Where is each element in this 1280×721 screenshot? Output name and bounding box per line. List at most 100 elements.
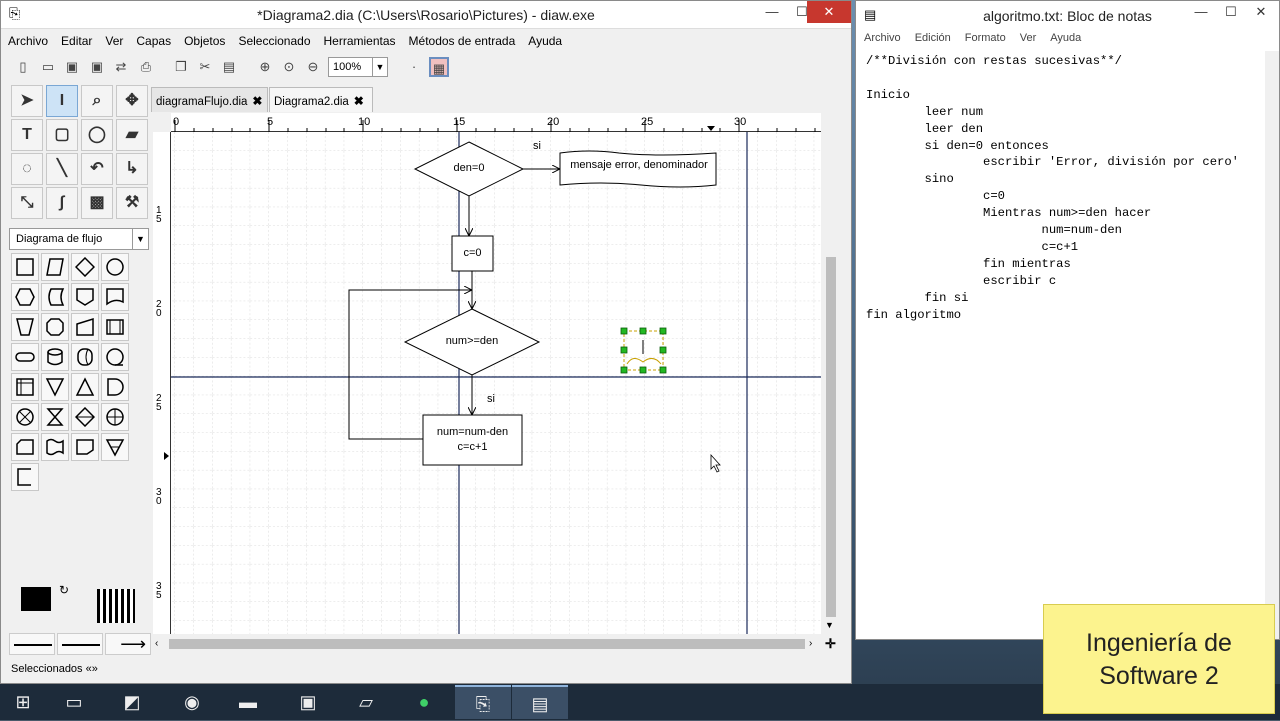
file-explorer-icon[interactable]: ▭: [65, 692, 83, 712]
menu-editar[interactable]: Editar: [61, 34, 93, 48]
flow-stored-data-shape[interactable]: [41, 283, 69, 311]
text-tool-icon[interactable]: T: [11, 119, 43, 151]
pointer-tool-icon[interactable]: ➤: [11, 85, 43, 117]
decision-num-den-label[interactable]: num>=den: [445, 335, 499, 347]
navigate-icon[interactable]: ✛: [825, 636, 836, 651]
menu-ayuda[interactable]: Ayuda: [528, 34, 563, 48]
folder-icon[interactable]: ▱: [359, 692, 373, 712]
polygon-tool-icon[interactable]: ▰: [116, 119, 148, 151]
magnify-tool-icon[interactable]: ⌕: [81, 85, 113, 117]
menu-edicion[interactable]: Edición: [914, 32, 951, 44]
flow-connector-shape[interactable]: [101, 253, 129, 281]
polyline-tool-icon[interactable]: ⤡: [11, 187, 43, 219]
flow-io-shape[interactable]: [41, 253, 69, 281]
dia-taskbar-icon[interactable]: ⎘: [455, 685, 511, 719]
flow-offline-storage-shape[interactable]: [71, 433, 99, 461]
flow-merge-shape[interactable]: [41, 373, 69, 401]
line-width-icon[interactable]: [97, 589, 135, 623]
flow-summing-junction-shape[interactable]: [11, 403, 39, 431]
snap-grid-icon[interactable]: ·: [411, 59, 417, 74]
zoom-fit-icon[interactable]: ⊙: [283, 59, 295, 74]
process-line-1[interactable]: num=num-den: [436, 426, 509, 438]
notepad-taskbar-icon[interactable]: ▤: [512, 685, 568, 719]
flow-card-shape[interactable]: [11, 433, 39, 461]
zoom-out-icon[interactable]: ⊖: [307, 59, 319, 74]
paste-icon[interactable]: ▤: [222, 59, 236, 74]
new-file-icon[interactable]: ▯: [19, 59, 27, 74]
flow-document-shape[interactable]: [101, 283, 129, 311]
foreground-color-swatch[interactable]: [21, 587, 51, 611]
menu-archivo[interactable]: Archivo: [864, 32, 901, 44]
tab-diagrama2[interactable]: Diagrama2.dia✖: [269, 87, 373, 112]
flow-manual-op-shape[interactable]: [11, 313, 39, 341]
menu-herramientas[interactable]: Herramientas: [323, 34, 396, 48]
maximize-button[interactable]: ☐: [796, 4, 808, 19]
export-icon[interactable]: ⇄: [115, 59, 127, 74]
save-as-icon[interactable]: ▣: [90, 59, 104, 74]
remote-desktop-icon[interactable]: ▣: [299, 692, 317, 712]
flow-triangle-shape[interactable]: [101, 433, 129, 461]
windows-start-icon[interactable]: ⊞: [15, 692, 31, 712]
flow-annotation-shape[interactable]: [11, 463, 39, 491]
decision-den-zero-label[interactable]: den=0: [453, 162, 485, 174]
object-snap-icon[interactable]: ▦: [429, 57, 449, 77]
menu-seleccionado[interactable]: Seleccionado: [238, 34, 311, 48]
box-tool-icon[interactable]: ▢: [46, 119, 78, 151]
flow-internal-storage-shape[interactable]: [11, 373, 39, 401]
bezier-tool-icon[interactable]: ∫: [46, 187, 78, 219]
flow-sequential-shape[interactable]: [101, 343, 129, 371]
flow-magnetic-disk-shape[interactable]: [41, 343, 69, 371]
flow-collate-shape[interactable]: [41, 403, 69, 431]
zoom-in-icon[interactable]: ⊕: [259, 59, 271, 74]
assign-c-label[interactable]: c=0: [463, 247, 482, 259]
close-button[interactable]: ✕: [807, 1, 851, 23]
tab-diagramaflujo[interactable]: diagramaFlujo.dia✖: [151, 87, 268, 112]
output-error-label[interactable]: mensaje error, denominador: [570, 159, 708, 171]
open-folder-icon[interactable]: ▭: [41, 59, 55, 74]
flow-punched-tape-shape[interactable]: [41, 433, 69, 461]
zoom-select[interactable]: 100%▼: [328, 57, 388, 77]
close-icon[interactable]: ✖: [252, 94, 263, 108]
flow-drum-shape[interactable]: [71, 343, 99, 371]
diagram-canvas[interactable]: den=0 si mensaje error, denominador c=0 …: [171, 132, 821, 634]
flow-process-shape[interactable]: [11, 253, 39, 281]
scroll-thumb[interactable]: [169, 639, 805, 649]
scroll-thumb[interactable]: [826, 257, 836, 617]
print-icon[interactable]: ⎙: [140, 59, 152, 74]
menu-capas[interactable]: Capas: [136, 34, 172, 48]
flow-delay-shape[interactable]: [101, 373, 129, 401]
beziergon-tool-icon[interactable]: ◌: [11, 153, 43, 185]
flow-manual-input-shape[interactable]: [71, 313, 99, 341]
flow-predefined-shape[interactable]: [101, 313, 129, 341]
flow-preparation-shape[interactable]: [11, 283, 39, 311]
line-style-select[interactable]: [57, 633, 103, 655]
app-tile-icon[interactable]: ◩: [123, 692, 141, 712]
zigzag-tool-icon[interactable]: ↳: [116, 153, 148, 185]
swap-colors-icon[interactable]: ↻: [59, 583, 70, 597]
minimize-button[interactable]: —: [765, 4, 779, 19]
save-icon[interactable]: ▣: [65, 59, 79, 74]
menu-formato[interactable]: Formato: [964, 32, 1006, 44]
start-arrow-select[interactable]: [9, 633, 55, 655]
sheet-select[interactable]: Diagrama de flujo▼: [9, 228, 149, 250]
text-edit-tool-icon[interactable]: I: [46, 85, 78, 117]
flow-terminal-shape[interactable]: [11, 343, 39, 371]
menu-objetos[interactable]: Objetos: [184, 34, 226, 48]
notepad-titlebar[interactable]: ▤ algoritmo.txt: Bloc de notas — ☐ ✕: [856, 1, 1279, 29]
flow-extract-shape[interactable]: [71, 373, 99, 401]
image-tool-icon[interactable]: ▩: [81, 187, 113, 219]
spotify-icon[interactable]: ●: [418, 692, 430, 712]
vertical-scrollbar[interactable]: ▼: [823, 113, 839, 634]
chrome-icon[interactable]: ◉: [184, 692, 200, 712]
ellipse-tool-icon[interactable]: ◯: [81, 119, 113, 151]
horizontal-scrollbar[interactable]: ‹ › ✛: [153, 636, 839, 652]
chevron-left-icon[interactable]: ‹: [155, 638, 159, 649]
minimize-button[interactable]: —: [1194, 4, 1208, 19]
process-line-2[interactable]: c=c+1: [457, 441, 488, 453]
notepad-text-area[interactable]: /**División con restas sucesivas**/ Inic…: [866, 54, 1239, 322]
flow-decision-shape[interactable]: [71, 253, 99, 281]
cut-icon[interactable]: ✂: [199, 59, 211, 74]
flow-sort-shape[interactable]: [71, 403, 99, 431]
menu-metodos-entrada[interactable]: Métodos de entrada: [408, 34, 516, 48]
close-button[interactable]: ✕: [1255, 4, 1267, 19]
